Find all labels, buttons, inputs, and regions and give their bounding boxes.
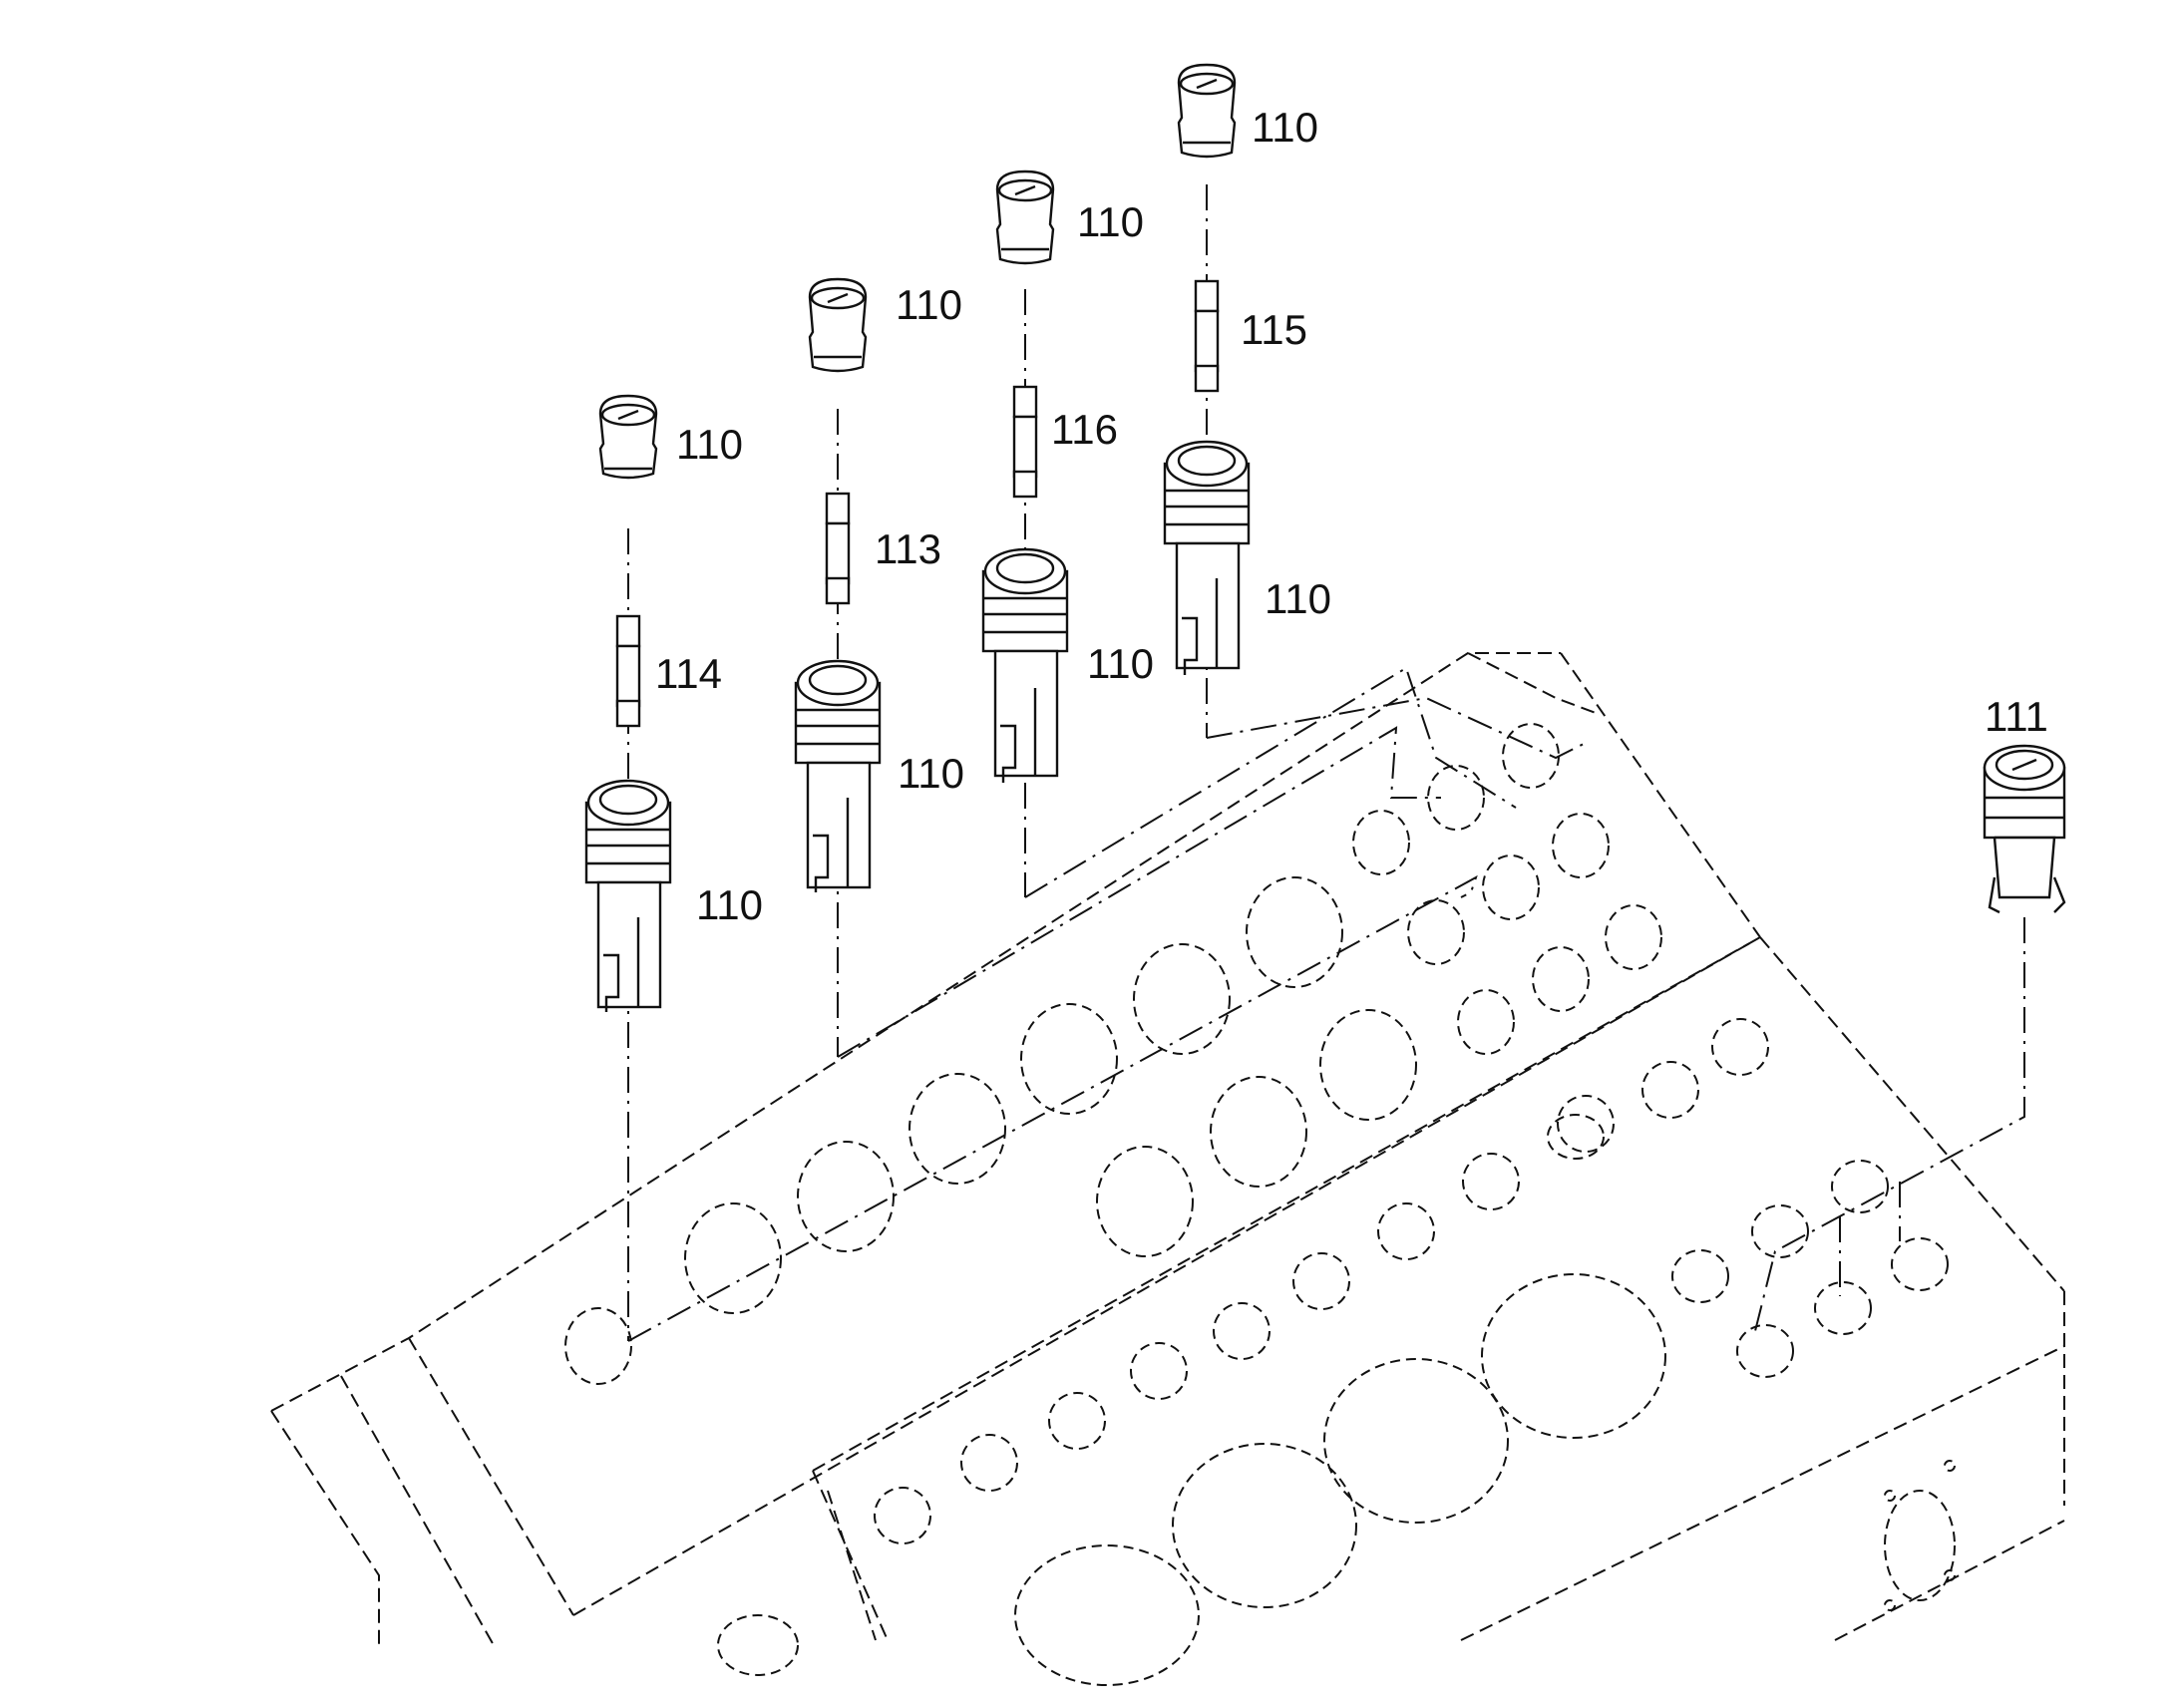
label-fuse-116: 116 [1051,406,1118,453]
label-fuse-115: 115 [1241,306,1307,353]
fuse-114 [615,614,641,728]
indicator-lamp-111 [1983,744,2066,914]
fuse-cap-col4 [1177,63,1237,159]
label-fuse-cap-col4: 110 [1252,104,1318,151]
fuse-holder-col1 [584,779,672,1012]
fuse-116 [1012,385,1038,499]
fuse-cap-col1 [598,394,658,480]
label-holder-col4: 110 [1265,575,1331,622]
part-labels: 110 110 110 110 114 113 116 115 110 110 … [655,104,2048,928]
label-holder-col3: 110 [1087,640,1154,687]
fuse-115 [1194,279,1220,393]
fuse-holder-col3 [981,547,1069,783]
fuse-cap-col2 [808,277,868,373]
label-fuse-cap-col3: 110 [1077,198,1144,245]
label-indicator: 111 [1985,693,2048,740]
label-fuse-113: 113 [875,525,941,572]
panel-holes [564,723,1956,1686]
panel-outline [270,652,2065,1646]
label-fuse-cap-col2: 110 [896,281,962,328]
fuse-holder-col2 [794,659,882,892]
label-holder-col2: 110 [898,750,964,797]
fuse-cap-col3 [995,170,1055,265]
label-fuse-114: 114 [655,650,722,697]
fuse-holder-col4 [1163,440,1251,675]
label-holder-col1: 110 [696,881,763,928]
fuse-113 [825,492,851,605]
label-fuse-cap-col1: 110 [676,421,743,468]
